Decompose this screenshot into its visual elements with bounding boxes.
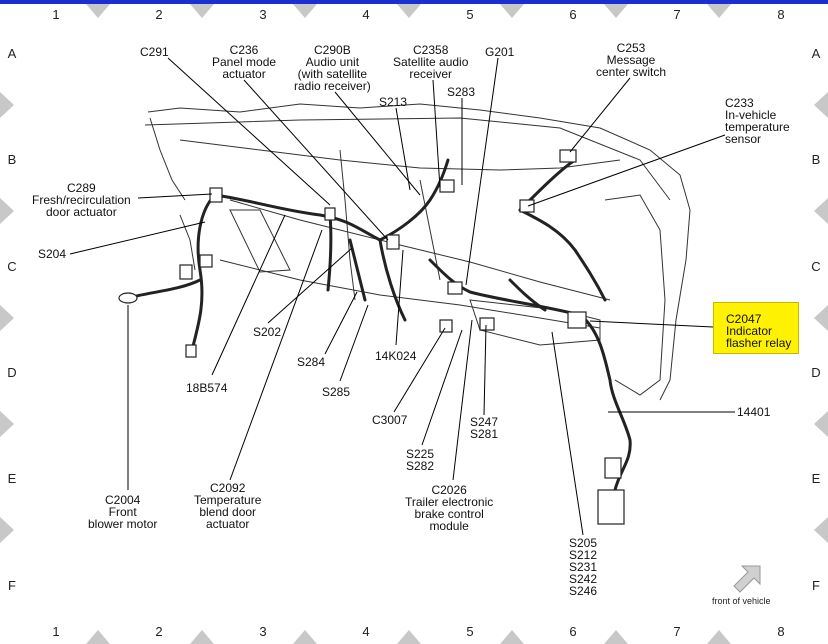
col-label: 1 (52, 624, 60, 639)
label-s284: S284 (297, 355, 326, 369)
row-label: C (7, 259, 17, 274)
col-label: 6 (569, 624, 577, 639)
row-label: E (7, 471, 17, 486)
row-label: D (7, 365, 17, 380)
label-18b574: 18B574 (186, 381, 228, 395)
row-label: E (811, 471, 821, 486)
col-label: 1 (52, 7, 60, 22)
col-label: 3 (259, 7, 267, 22)
row-label: B (811, 152, 821, 167)
label-s225-s282: S225 S282 (406, 447, 435, 473)
leader-lines (69, 57, 735, 536)
label-c289: C289 Fresh/recirculation door actuator (32, 181, 131, 219)
row-label: A (811, 46, 821, 61)
label-c2092: C2092 Temperature blend door actuator (194, 481, 262, 531)
label-c290b: C290B Audio unit (with satellite radio r… (294, 43, 371, 93)
col-label: 8 (777, 624, 785, 639)
label-g201: G201 (485, 45, 515, 59)
label-s213: S213 (379, 95, 408, 109)
front-of-vehicle-label: front of vehicle (712, 596, 771, 606)
connectors (118, 149, 625, 525)
col-label: 5 (466, 7, 474, 22)
col-label: 4 (362, 7, 370, 22)
col-label: 7 (673, 7, 681, 22)
label-c291: C291 (140, 45, 169, 59)
col-label: 3 (259, 624, 267, 639)
label-s202: S202 (253, 325, 282, 339)
row-label: D (811, 365, 821, 380)
col-label: 5 (466, 624, 474, 639)
row-label: A (7, 46, 17, 61)
label-c253: C253 Message center switch (596, 41, 667, 79)
col-label: 4 (362, 624, 370, 639)
label-14401: 14401 (737, 405, 771, 419)
label-c233: C233 In-vehicle temperature sensor (725, 96, 790, 146)
row-label: F (812, 578, 820, 593)
label-s204: S204 (38, 247, 67, 261)
grid-markers (0, 4, 828, 644)
col-label: 2 (155, 7, 163, 22)
label-c2358: C2358 Satellite audio receiver (393, 43, 469, 81)
label-splice-group: S205 S212 S231 S242 S246 (569, 536, 598, 598)
label-c2004: C2004 Front blower motor (88, 493, 158, 531)
label-14k024: 14K024 (375, 349, 417, 363)
label-s247-s281: S247 S281 (470, 415, 499, 441)
wiring-harness (126, 158, 632, 492)
row-label: C (811, 259, 821, 274)
label-s285: S285 (322, 385, 351, 399)
top-bar (0, 0, 828, 4)
instrument-panel (144, 103, 691, 401)
front-arrow-icon (733, 565, 761, 593)
row-label: F (8, 578, 16, 593)
highlight-callout-c2047: C2047 Indicator flasher relay (713, 302, 799, 354)
col-label: 7 (673, 624, 681, 639)
col-label: 8 (777, 7, 785, 22)
label-s283: S283 (447, 85, 476, 99)
label-c2026: C2026 Trailer electronic brake control m… (405, 483, 494, 533)
row-label: B (7, 152, 17, 167)
col-label: 6 (569, 7, 577, 22)
label-c3007: C3007 (372, 413, 408, 427)
label-c236: C236 Panel mode actuator (212, 43, 277, 81)
col-label: 2 (155, 624, 163, 639)
